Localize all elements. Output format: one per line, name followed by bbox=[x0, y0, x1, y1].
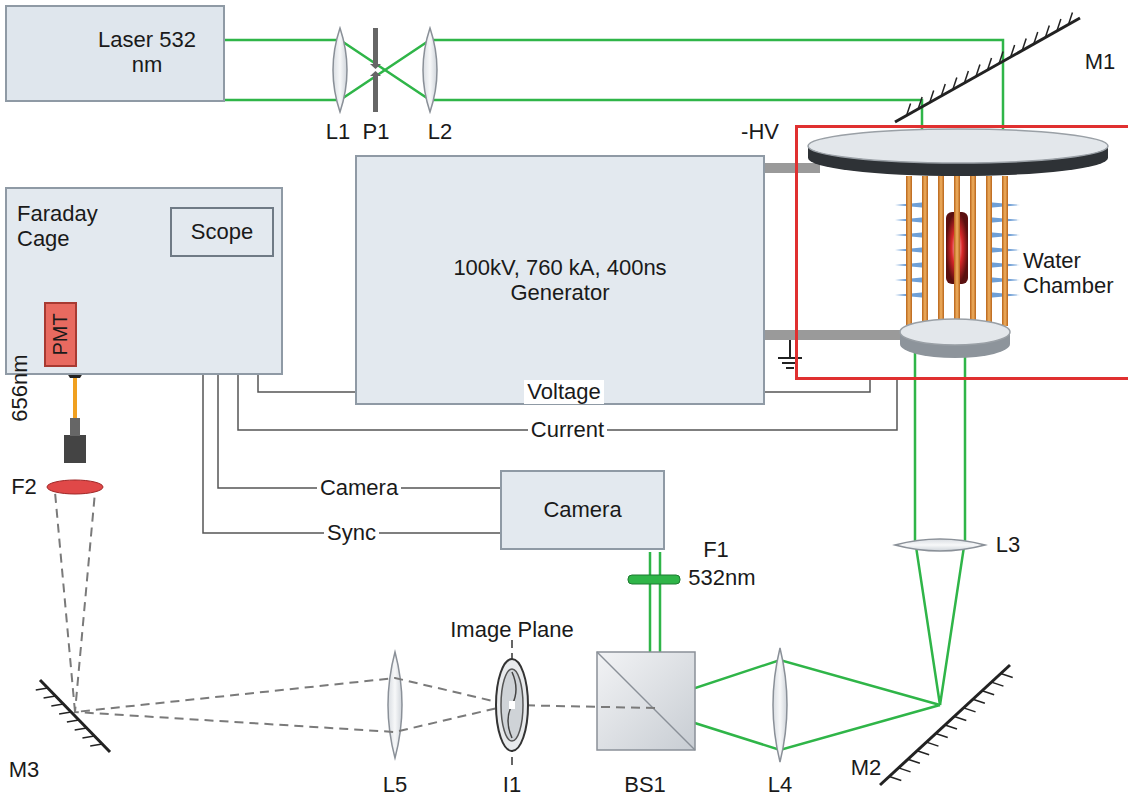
cable-label: Camera bbox=[317, 476, 401, 500]
beam-splitter-cube bbox=[597, 652, 695, 750]
part-label: L2 bbox=[428, 120, 452, 144]
electrode-rod bbox=[922, 176, 928, 326]
box-label: Camera bbox=[543, 497, 621, 522]
part-label: L1 bbox=[326, 120, 350, 144]
part-label: L4 bbox=[768, 773, 792, 797]
part-label: P1 bbox=[363, 120, 390, 144]
iris bbox=[496, 640, 528, 770]
electrode-rod bbox=[954, 176, 960, 326]
chamber-region: Water Chamber bbox=[795, 125, 1128, 380]
cable-label: Voltage bbox=[524, 380, 603, 404]
box-label: Water Chamber bbox=[1023, 248, 1128, 299]
part-label: M1 bbox=[1085, 50, 1116, 74]
box-label: PMT bbox=[49, 313, 72, 355]
part-label: M3 bbox=[9, 758, 40, 782]
cable-label: Current bbox=[528, 418, 607, 442]
part-label: F1 bbox=[703, 538, 729, 562]
mirror bbox=[36, 13, 1080, 786]
power-lead bbox=[765, 330, 795, 340]
equipment-box: PMT bbox=[44, 302, 77, 367]
box-label: Scope bbox=[191, 219, 253, 244]
part-label: 532nm bbox=[688, 566, 755, 590]
green-filter bbox=[628, 575, 680, 584]
part-label: L5 bbox=[383, 773, 407, 797]
part-label: BS1 bbox=[624, 773, 666, 797]
part-label: F2 bbox=[11, 475, 37, 499]
part-label: Image Plane bbox=[450, 618, 574, 642]
electrode-rod bbox=[986, 176, 992, 326]
pinhole bbox=[370, 28, 381, 112]
fiber-coupler bbox=[47, 365, 103, 494]
equipment-box: Faraday Cage ScopePMT bbox=[5, 187, 283, 375]
part-label: M2 bbox=[851, 756, 882, 780]
part-label: L3 bbox=[996, 533, 1020, 557]
electrode-rod bbox=[938, 176, 944, 326]
box-label: Laser 532 nm bbox=[82, 27, 212, 78]
part-label: -HV bbox=[741, 120, 779, 144]
electrode-rod bbox=[906, 176, 912, 326]
equipment-box: Camera bbox=[500, 470, 665, 550]
equipment-box: Scope bbox=[170, 207, 274, 257]
box-label: 100kV, 760 kA, 400ns Generator bbox=[430, 255, 690, 306]
electrode-rod bbox=[1002, 176, 1008, 326]
box-label: Faraday Cage bbox=[17, 201, 142, 252]
cable-label: Sync bbox=[324, 521, 379, 545]
equipment-box: 100kV, 760 kA, 400ns Generator bbox=[355, 155, 765, 405]
part-label: I1 bbox=[503, 773, 521, 797]
part-label: 656nm bbox=[8, 354, 32, 421]
equipment-box: Laser 532 nm bbox=[5, 5, 225, 102]
electrode-rod bbox=[970, 176, 976, 326]
power-lead bbox=[765, 163, 795, 173]
